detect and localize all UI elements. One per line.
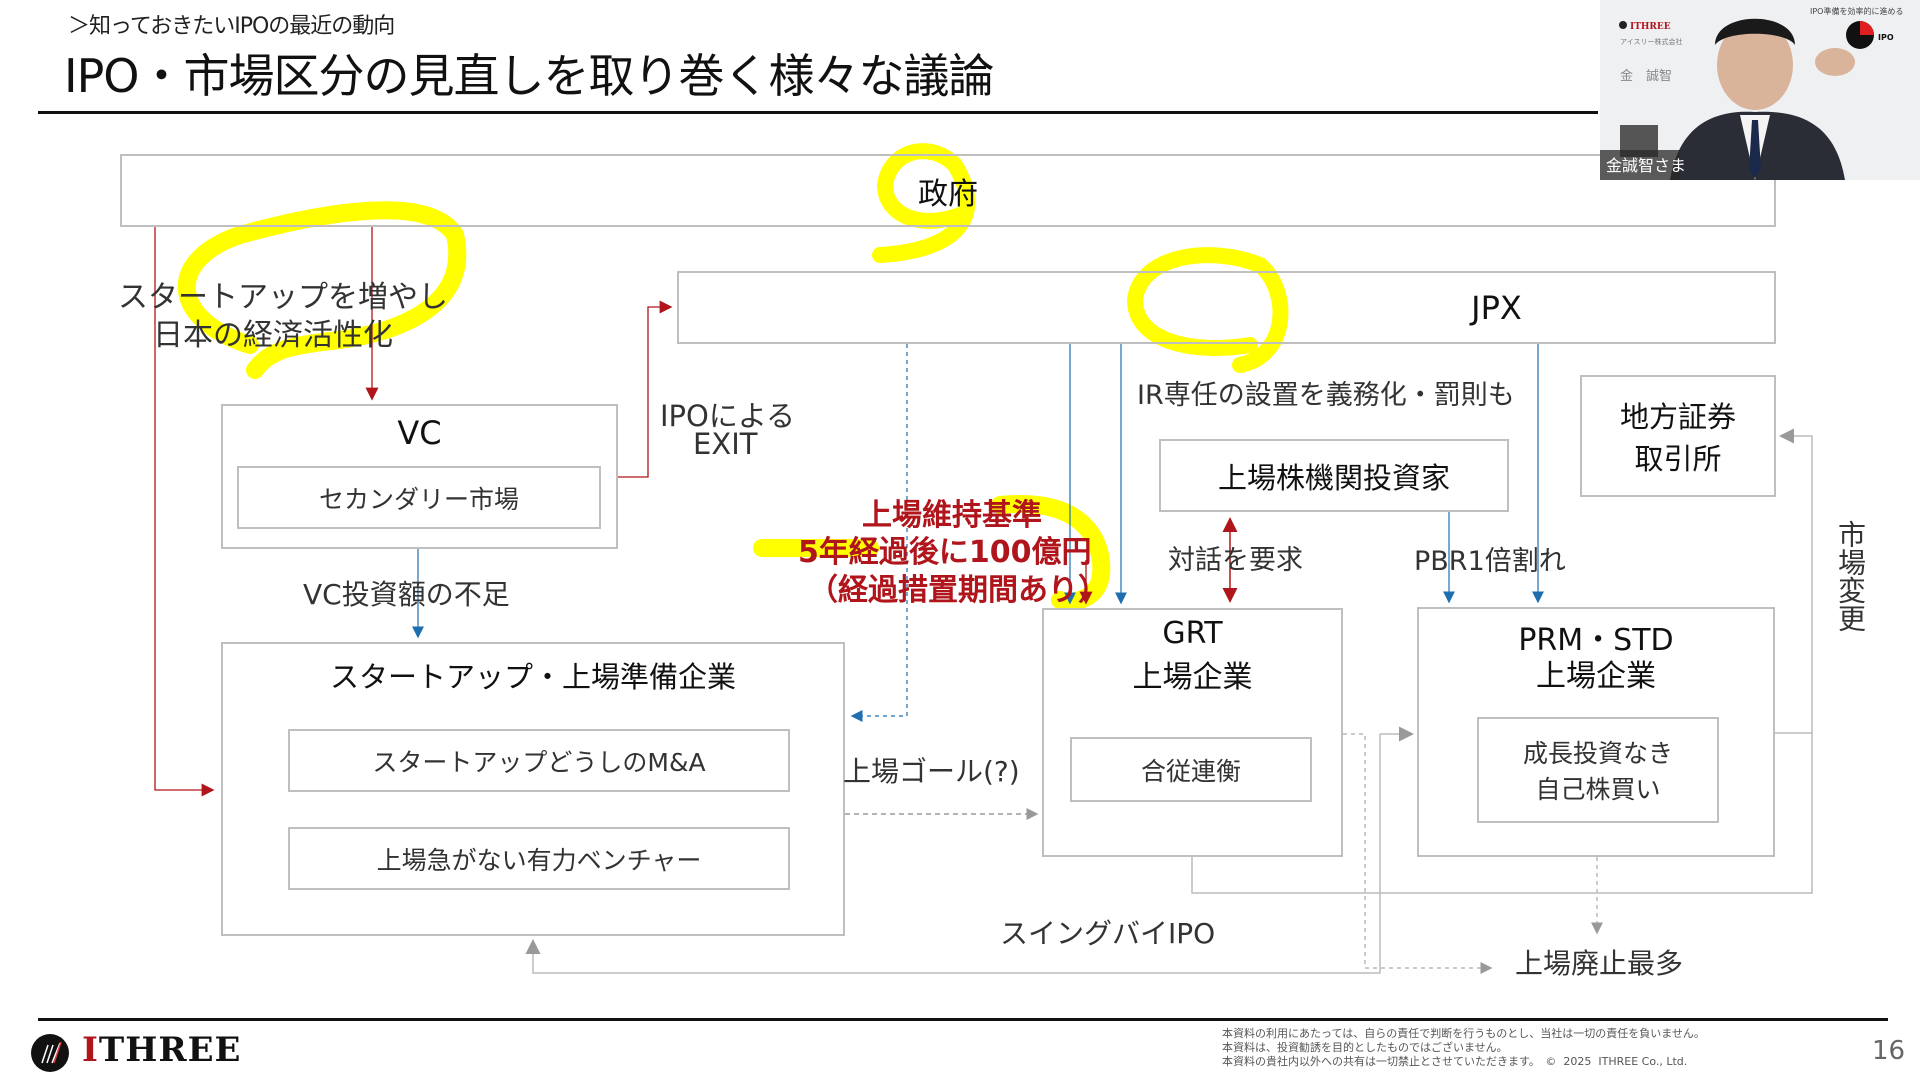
swing-by-label: スイングバイIPO <box>1000 917 1216 950</box>
government-label: 政府 <box>918 176 978 212</box>
webcam-video: ITHREE アイスリー株式会社 金 誠智 IPO準備を効率的に進める IPO … <box>1600 0 1920 180</box>
disclaimer: 本資料の利用にあたっては、自らの責任で判断を行うものとし、当社は一切の責任を負い… <box>1222 1027 1705 1069</box>
institutional-investors-box: 上場株機関投資家 <box>1159 439 1509 512</box>
pbr-label: PBR1倍割れ <box>1414 546 1566 577</box>
vc-box: VC セカンダリー市場 <box>221 404 618 549</box>
backdrop-person: 金 誠智 <box>1620 68 1672 84</box>
jpx-box: JPX <box>677 271 1776 344</box>
presenter-video-frame: ITHREE アイスリー株式会社 金 誠智 IPO準備を効率的に進める IPO … <box>1600 0 1920 180</box>
prm-std-box: PRM・STD 上場企業 成長投資なき 自己株買い <box>1417 607 1775 857</box>
institutional-investors-label: 上場株機関投資家 <box>1217 460 1450 495</box>
criteria-line3: （経過措置期間あり） <box>808 573 1108 608</box>
company-logo <box>30 1033 70 1073</box>
backdrop-company-jp: アイスリー株式会社 <box>1620 37 1682 46</box>
footer-divider <box>38 1018 1888 1021</box>
local-exchange-box: 地方証券 取引所 <box>1580 375 1776 497</box>
startup-box: スタートアップ・上場準備企業 スタートアップどうしのM&A 上場急がない有力ベン… <box>221 642 845 936</box>
startup-ma-label: スタートアップどうしのM&A <box>372 747 706 777</box>
local-exchange-line1: 地方証券 <box>1619 400 1736 434</box>
grt-title-line2: 上場企業 <box>1132 660 1253 695</box>
company-logo-text: ITHREE <box>82 1030 242 1070</box>
backdrop-tagline: IPO準備を効率的に進める <box>1810 6 1903 16</box>
vc-to-jpx-line <box>618 300 673 478</box>
gov-note-line2: 日本の経済活性化 <box>153 318 393 353</box>
ipo-exit-line1: IPOによる <box>660 399 795 433</box>
jpx-label: JPX <box>1471 288 1522 327</box>
secondary-market-box: セカンダリー市場 <box>237 466 601 529</box>
government-box: 政府 <box>120 154 1776 227</box>
local-exchange-line2: 取引所 <box>1634 442 1722 476</box>
disclaimer-line: 本資料は、投資勧誘を目的としたものではございません。 <box>1222 1041 1508 1054</box>
buyback-line2: 自己株買い <box>1535 775 1661 804</box>
secondary-market-label: セカンダリー市場 <box>318 484 519 514</box>
buyback-box: 成長投資なき 自己株買い <box>1477 717 1719 823</box>
strong-venture-box: 上場急がない有力ベンチャー <box>288 827 790 890</box>
breadcrumb: ＞知っておきたいIPOの最近の動向 <box>68 14 395 39</box>
vc-title: VC <box>397 414 442 452</box>
prm-title-line2: 上場企業 <box>1536 659 1656 694</box>
grt-box: GRT 上場企業 合従連衡 <box>1042 608 1343 857</box>
disclaimer-line: 本資料の利用にあたっては、自らの責任で判断を行うものとし、当社は一切の責任を負い… <box>1222 1027 1705 1040</box>
delisting-label: 上場廃止最多 <box>1515 947 1684 980</box>
alliance-label: 合従連衡 <box>1140 756 1241 786</box>
page-title: IPO・市場区分の見直しを取り巻く様々な議論 <box>64 49 995 103</box>
title-divider <box>38 111 1598 114</box>
backdrop-logo: ITHREE <box>1630 22 1671 32</box>
buyback-line1: 成長投資なき <box>1522 739 1673 768</box>
disclaimer-line: 本資料の貴社内以外への共有は一切禁止とさせていただきます。 © 2025 ITH… <box>1222 1055 1688 1068</box>
ipo-exit-line2: EXIT <box>693 427 758 461</box>
vc-shortage-label: VC投資額の不足 <box>303 578 510 611</box>
page-number: 16 <box>1872 1036 1906 1066</box>
startup-ma-box: スタートアップどうしのM&A <box>288 729 790 792</box>
grt-title-line1: GRT <box>1162 616 1223 651</box>
dialogue-label: 対話を要求 <box>1168 545 1303 576</box>
ir-note-label: IR専任の設置を義務化・罰則も <box>1137 373 1515 412</box>
listing-goal-label: 上場ゴール(?) <box>843 755 1020 788</box>
webcam-name-tag: 金誠智さま <box>1606 156 1686 175</box>
alliance-box: 合従連衡 <box>1070 737 1312 802</box>
market-change-label: 市場変更 <box>1834 520 1867 632</box>
startup-title: スタートアップ・上場準備企業 <box>329 660 736 694</box>
svg-text:IPO: IPO <box>1878 33 1894 42</box>
ithree-emblem-icon <box>31 1034 69 1072</box>
strong-venture-label: 上場急がない有力ベンチャー <box>376 845 702 875</box>
